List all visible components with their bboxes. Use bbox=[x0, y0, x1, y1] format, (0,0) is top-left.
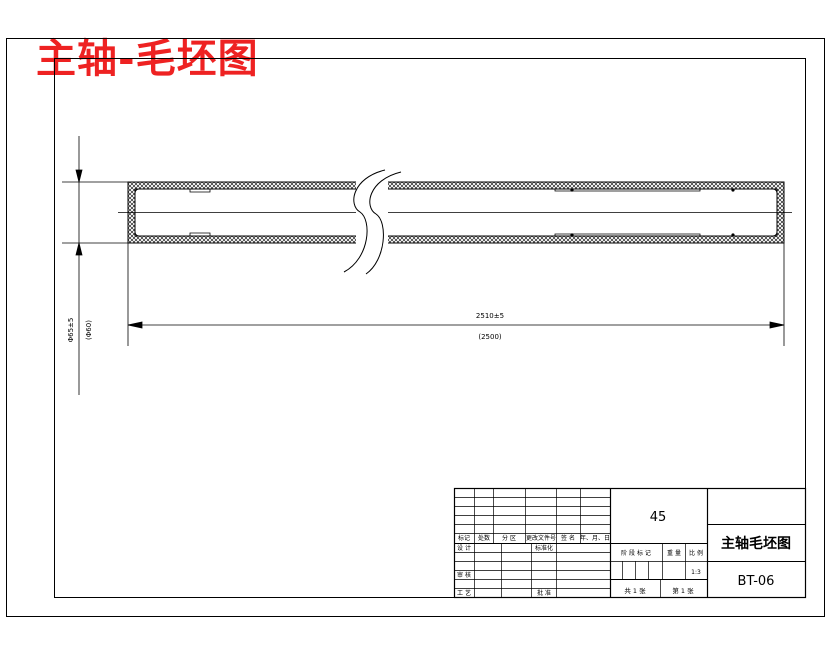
rev-header-sign: 签 名 bbox=[561, 534, 575, 542]
revision-headers: 标记 处数 分 区 更改文件号 签 名 年、月、日 bbox=[458, 534, 610, 542]
label-scale: 比 例 bbox=[689, 549, 703, 557]
sheet-number: 第 1 张 bbox=[672, 586, 694, 595]
finished-part-steps bbox=[189, 188, 735, 237]
break-line-left bbox=[343, 169, 386, 273]
drawing-number: BT-06 bbox=[738, 574, 775, 589]
rev-header-date: 年、月、日 bbox=[580, 534, 610, 542]
sheet-count: 共 1 张 bbox=[624, 586, 646, 595]
title-block bbox=[453, 487, 807, 599]
material-value: 45 bbox=[650, 510, 667, 525]
stage-labels: 阶 段 标 记 重 量 比 例 bbox=[621, 549, 703, 557]
length-dimension bbox=[127, 243, 785, 346]
signature-labels: 设 计 标准化 审 核 工 艺 批 准 bbox=[457, 544, 553, 597]
part-name: 主轴毛坯图 bbox=[721, 535, 791, 552]
rev-header-mark: 标记 bbox=[458, 534, 470, 542]
length-ref-label: (2500) bbox=[478, 333, 502, 341]
label-approve: 批 准 bbox=[537, 589, 551, 597]
length-label: 2510±5 bbox=[476, 312, 504, 320]
label-stage: 阶 段 标 记 bbox=[621, 549, 651, 557]
break-line-right bbox=[365, 171, 402, 275]
rev-header-count: 处数 bbox=[478, 534, 490, 542]
inner-border bbox=[54, 58, 806, 598]
label-design: 设 计 bbox=[457, 544, 471, 552]
label-review: 审 核 bbox=[457, 571, 471, 579]
rev-header-docno: 更改文件号 bbox=[526, 534, 556, 542]
label-process: 工 艺 bbox=[457, 589, 471, 597]
rev-header-zone: 分 区 bbox=[502, 534, 516, 542]
scale-value: 1:3 bbox=[691, 569, 701, 576]
label-weight: 重 量 bbox=[667, 549, 681, 557]
label-standardize: 标准化 bbox=[535, 544, 553, 552]
outer-border bbox=[6, 38, 825, 617]
diameter-dimension bbox=[62, 136, 128, 395]
diameter-ref-label: (Φ60) bbox=[85, 320, 93, 340]
diameter-label: Φ65±5 bbox=[67, 318, 75, 343]
